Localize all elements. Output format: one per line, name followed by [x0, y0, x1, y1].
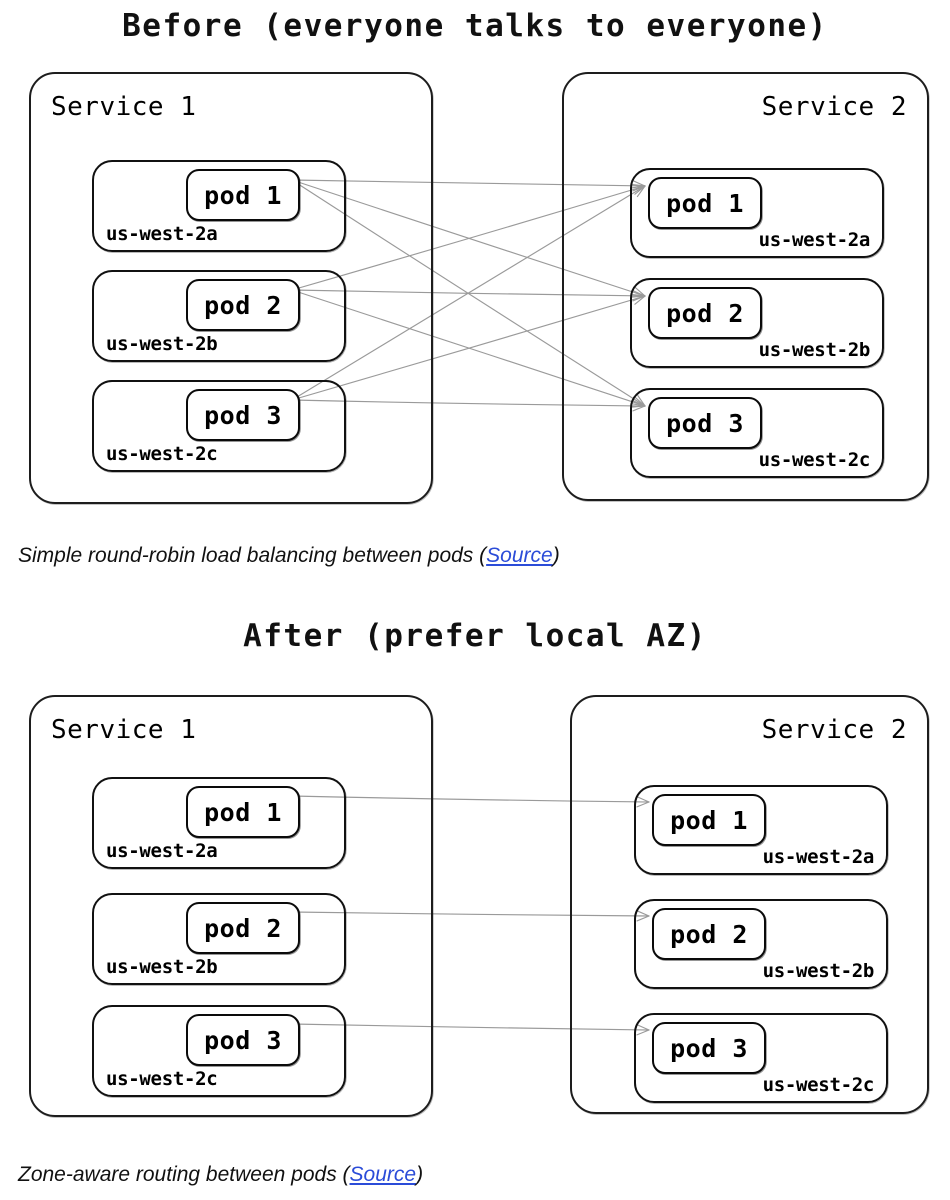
service-box-service-2: Service 2 pod 1 us-west-2a pod 2 us-west…	[562, 72, 929, 501]
pod-label-left-1-after: pod 2	[204, 914, 282, 943]
zone-box-right-2: pod 3 us-west-2c	[630, 388, 884, 478]
zone-box-right-0: pod 1 us-west-2a	[630, 168, 884, 258]
zone-label-left-0-after: us-west-2a	[106, 840, 217, 862]
pod-label-right-0: pod 1	[666, 189, 744, 218]
before-caption-text: Simple round-robin load balancing betwee…	[18, 544, 486, 567]
service-title-service-1: Service 1	[51, 92, 196, 122]
after-caption-tail: )	[416, 1163, 423, 1186]
pod-label-left-1: pod 2	[204, 291, 282, 320]
zone-box-left-0: pod 1 us-west-2a	[92, 160, 346, 252]
pod-box-left-0-after[interactable]: pod 1	[186, 786, 300, 838]
pod-label-right-0-after: pod 1	[670, 806, 748, 835]
pod-box-left-2-after[interactable]: pod 3	[186, 1014, 300, 1066]
pod-box-right-2[interactable]: pod 3	[648, 397, 762, 449]
pod-label-right-1-after: pod 2	[670, 920, 748, 949]
service-box-service-1: Service 1 pod 1 us-west-2a pod 2 us-west…	[29, 72, 433, 504]
zone-box-left-2: pod 3 us-west-2c	[92, 380, 346, 472]
zone-label-left-1-after: us-west-2b	[106, 956, 217, 978]
zone-label-right-0-after: us-west-2a	[763, 846, 874, 868]
pod-label-right-2-after: pod 3	[670, 1034, 748, 1063]
pod-label-right-2: pod 3	[666, 409, 744, 438]
pod-box-right-1-after[interactable]: pod 2	[652, 908, 766, 960]
service-title-service-2-after: Service 2	[762, 715, 907, 745]
before-source-link[interactable]: Source	[486, 544, 553, 567]
zone-label-left-0: us-west-2a	[106, 223, 217, 245]
zone-label-left-2-after: us-west-2c	[106, 1068, 217, 1090]
zone-box-right-0-after: pod 1 us-west-2a	[634, 785, 888, 875]
pod-label-left-0: pod 1	[204, 181, 282, 210]
zone-label-right-0: us-west-2a	[759, 229, 870, 251]
zone-label-left-1: us-west-2b	[106, 333, 217, 355]
after-source-link[interactable]: Source	[350, 1163, 417, 1186]
zone-box-right-1-after: pod 2 us-west-2b	[634, 899, 888, 989]
pod-box-left-1[interactable]: pod 2	[186, 279, 300, 331]
zone-box-left-2-after: pod 3 us-west-2c	[92, 1005, 346, 1097]
pod-box-right-1[interactable]: pod 2	[648, 287, 762, 339]
zone-label-right-1-after: us-west-2b	[763, 960, 874, 982]
pod-box-right-0[interactable]: pod 1	[648, 177, 762, 229]
before-diagram-title: Before (everyone talks to everyone)	[0, 8, 950, 44]
pod-label-left-2: pod 3	[204, 401, 282, 430]
service-title-service-2: Service 2	[762, 92, 907, 122]
after-diagram-title: After (prefer local AZ)	[0, 618, 950, 654]
pod-box-left-1-after[interactable]: pod 2	[186, 902, 300, 954]
pod-label-left-2-after: pod 3	[204, 1026, 282, 1055]
pod-box-right-0-after[interactable]: pod 1	[652, 794, 766, 846]
after-diagram: Service 1 pod 1 us-west-2a pod 2 us-west…	[0, 684, 950, 1124]
pod-box-left-2[interactable]: pod 3	[186, 389, 300, 441]
zone-box-right-2-after: pod 3 us-west-2c	[634, 1013, 888, 1103]
zone-box-left-1-after: pod 2 us-west-2b	[92, 893, 346, 985]
pod-box-left-0[interactable]: pod 1	[186, 169, 300, 221]
zone-box-left-1: pod 2 us-west-2b	[92, 270, 346, 362]
zone-label-right-2-after: us-west-2c	[763, 1074, 874, 1096]
before-diagram: Service 1 pod 1 us-west-2a pod 2 us-west…	[0, 62, 950, 512]
service-box-service-1-after: Service 1 pod 1 us-west-2a pod 2 us-west…	[29, 695, 433, 1117]
pod-label-right-1: pod 2	[666, 299, 744, 328]
after-caption-text: Zone-aware routing between pods (	[18, 1163, 350, 1186]
zone-label-right-1: us-west-2b	[759, 339, 870, 361]
pod-label-left-0-after: pod 1	[204, 798, 282, 827]
service-box-service-2-after: Service 2 pod 1 us-west-2a pod 2 us-west…	[570, 695, 929, 1114]
zone-box-right-1: pod 2 us-west-2b	[630, 278, 884, 368]
after-caption: Zone-aware routing between pods (Source)	[18, 1163, 423, 1187]
service-title-service-1-after: Service 1	[51, 715, 196, 745]
zone-label-left-2: us-west-2c	[106, 443, 217, 465]
before-caption: Simple round-robin load balancing betwee…	[18, 544, 560, 568]
zone-label-right-2: us-west-2c	[759, 449, 870, 471]
zone-box-left-0-after: pod 1 us-west-2a	[92, 777, 346, 869]
before-caption-tail: )	[553, 544, 560, 567]
pod-box-right-2-after[interactable]: pod 3	[652, 1022, 766, 1074]
